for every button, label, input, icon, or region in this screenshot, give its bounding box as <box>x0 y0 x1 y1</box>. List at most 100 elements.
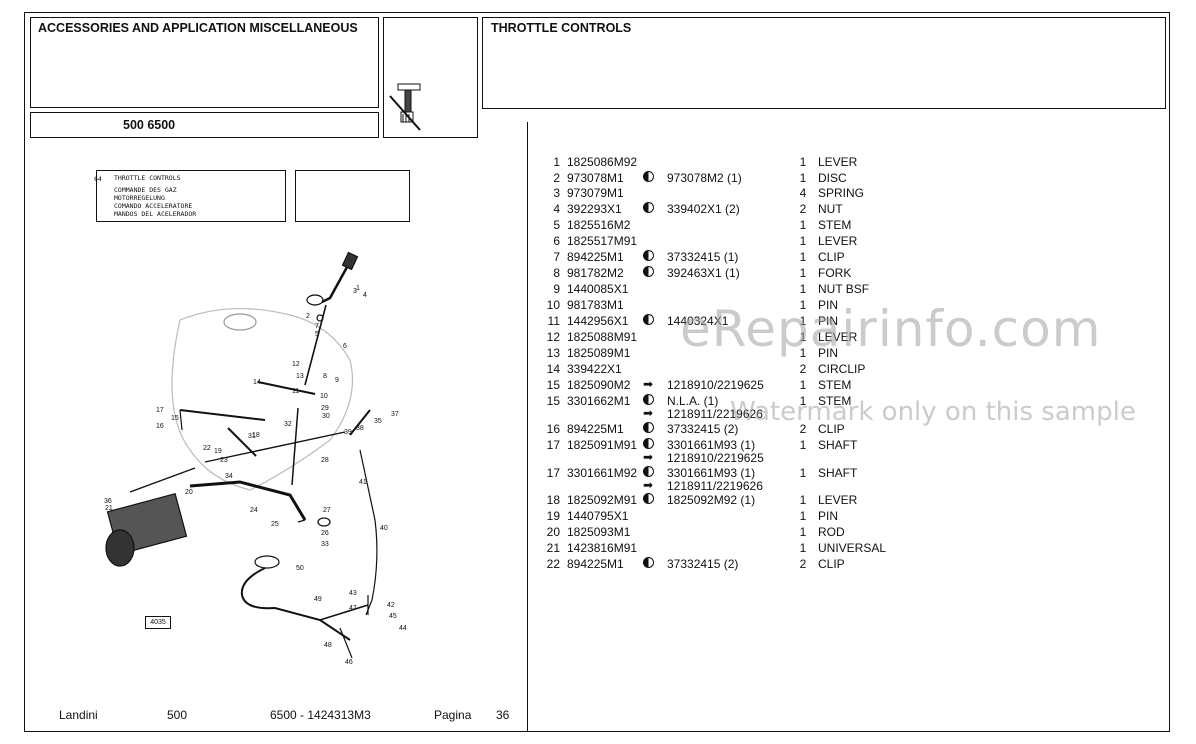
item-number: 7 <box>553 250 560 264</box>
footer-series: 500 <box>167 708 188 722</box>
callout-33: 33 <box>321 541 329 548</box>
part-number: 894225M1 <box>567 422 624 436</box>
alternate-part: 392463X1 (1) <box>667 266 740 280</box>
description: STEM <box>818 218 852 232</box>
callout-30: 30 <box>322 413 330 420</box>
callout-7: 7 <box>315 323 319 330</box>
description: LEVER <box>818 155 858 169</box>
description: ROD <box>818 525 845 539</box>
quantity: 1 <box>799 438 807 452</box>
description: PIN <box>818 314 839 328</box>
part-number: 1825090M2 <box>567 378 631 392</box>
part-number: 1825089M1 <box>567 346 631 360</box>
description: LEVER <box>818 330 858 344</box>
item-number: 17 <box>546 438 560 452</box>
alternate-part: 1825092M92 (1) <box>667 493 756 507</box>
item-number: 3 <box>553 186 560 200</box>
callout-22: 22 <box>203 445 211 452</box>
item-number: 9 <box>553 282 560 296</box>
alternate-part: N.L.A. (1) <box>667 394 719 408</box>
callout-32: 32 <box>284 421 292 428</box>
quantity: 1 <box>799 314 807 328</box>
section-title-box <box>30 17 379 108</box>
alternate-part: 37332415 (2) <box>667 557 739 571</box>
alternate-part: 339402X1 (2) <box>667 202 740 216</box>
item-number: 11 <box>547 314 560 328</box>
quantity: 1 <box>799 250 807 264</box>
diagram-label-box <box>96 170 286 222</box>
part-number: 3301661M92 <box>567 466 638 480</box>
description: LEVER <box>818 493 858 507</box>
callout-11: 11 <box>292 388 299 395</box>
callout-12: 12 <box>292 361 300 368</box>
quantity: 1 <box>799 234 807 248</box>
quantity: 1 <box>799 509 807 523</box>
group-title: THROTTLE CONTROLS <box>491 21 632 35</box>
quantity: 1 <box>799 466 807 480</box>
figure-number-box: 4035 <box>145 616 171 629</box>
callout-1: 1 <box>356 285 360 292</box>
group-title-box <box>482 17 1166 109</box>
callout-4: 4 <box>363 292 367 299</box>
item-number: 12 <box>546 330 560 344</box>
part-number: 1825086M92 <box>567 155 638 169</box>
diagram-label-line-4: COMANDO ACCELERATORE <box>114 202 193 210</box>
quantity: 4 <box>799 186 807 200</box>
callout-37: 37 <box>391 411 399 418</box>
quantity: 2 <box>799 362 807 376</box>
callout-47: 47 <box>349 605 357 612</box>
item-number: 1 <box>553 155 560 169</box>
item-number: 8 <box>553 266 560 280</box>
callout-44: 44 <box>399 625 407 632</box>
alternate-part: 37332415 (2) <box>667 422 739 436</box>
watermark-notice: Watermark only on this sample <box>730 397 1136 427</box>
alternate-part: 3301661M93 (1) <box>667 466 756 480</box>
description: CLIP <box>818 250 845 264</box>
callout-23: 23 <box>220 457 228 464</box>
callout-14: 14 <box>253 379 261 386</box>
item-number: 21 <box>546 541 560 555</box>
part-number: 981782M2 <box>567 266 624 280</box>
callout-5: 5 <box>315 331 319 338</box>
callout-20: 20 <box>185 489 193 496</box>
callout-46: 46 <box>345 659 353 666</box>
model-label: 500 6500 <box>123 118 176 132</box>
callout-43: 43 <box>349 590 357 597</box>
item-number: 19 <box>546 509 560 523</box>
part-number: 894225M1 <box>567 250 624 264</box>
part-number: 1825517M91 <box>567 234 638 248</box>
description: PIN <box>818 298 839 312</box>
item-number: 6 <box>553 234 560 248</box>
throttle-linkage-drawing: 1 2 3 4 5 6 7 8 9 10 11 12 13 14 15 16 1… <box>104 251 407 666</box>
part-number: 973078M1 <box>567 171 624 185</box>
callout-24: 24 <box>250 507 258 514</box>
callout-27: 27 <box>323 507 331 514</box>
section-title: ACCESSORIES AND APPLICATION MISCELLANEOU… <box>38 21 358 35</box>
serial-range: 1218911/2219626 <box>667 407 763 421</box>
callout-25: 25 <box>271 521 279 528</box>
item-number: 14 <box>546 362 560 376</box>
part-number: 1825091M91 <box>567 438 638 452</box>
diagram-label-line-3: MOTORREGELUNG <box>114 194 165 202</box>
callout-40: 40 <box>380 525 388 532</box>
callout-10: 10 <box>320 393 328 400</box>
part-number: 1825092M91 <box>567 493 638 507</box>
alternate-part: 3301661M93 (1) <box>667 438 756 452</box>
part-number: 1825516M2 <box>567 218 631 232</box>
part-number: 1825088M91 <box>567 330 638 344</box>
quantity: 1 <box>799 282 807 296</box>
callout-19: 19 <box>214 448 222 455</box>
callout-28: 28 <box>321 457 329 464</box>
callout-16: 16 <box>156 423 164 430</box>
callout-6: 6 <box>343 343 347 350</box>
description: CLIP <box>818 557 845 571</box>
callout-31: 31 <box>248 433 256 440</box>
description: STEM <box>818 378 852 392</box>
callout-9: 9 <box>335 377 339 384</box>
item-number: 16 <box>546 422 560 436</box>
item-number: 18 <box>546 493 560 507</box>
part-number: 1440085X1 <box>567 282 629 296</box>
model-box <box>30 112 379 138</box>
alternate-part: 37332415 (1) <box>667 250 739 264</box>
callout-38: 38 <box>356 425 364 432</box>
